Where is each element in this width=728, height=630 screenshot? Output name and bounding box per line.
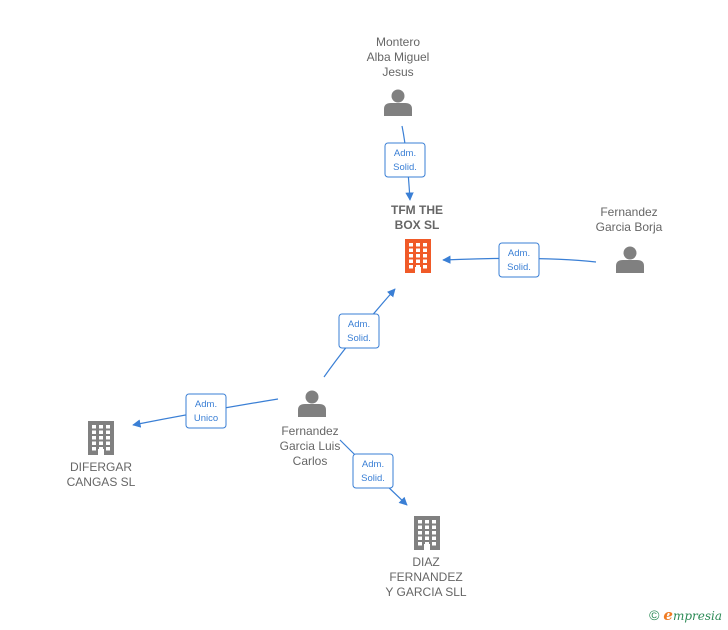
edge-fernandez-luis-to-diaz: Adm. Solid. <box>339 439 408 506</box>
role-badge-text: Solid. <box>347 333 371 344</box>
node-label-line: Alba Miguel <box>367 50 430 64</box>
role-badge[interactable]: Adm. Solid. <box>352 453 394 489</box>
role-badge[interactable]: Adm. Solid. <box>384 142 426 178</box>
person-icon <box>298 390 326 417</box>
role-badge-text: Adm. <box>195 399 217 410</box>
person-icon <box>616 246 644 273</box>
edge-fernandez-borja-to-tfm: Adm. Solid. <box>442 242 597 278</box>
role-badge[interactable]: Adm. Unico <box>185 393 227 429</box>
node-label-line: DIAZ <box>412 555 439 569</box>
node-label-line: DIFERGAR <box>70 460 132 474</box>
node-label-line: Carlos <box>293 454 328 468</box>
company-building-icon <box>414 516 440 550</box>
person-icon <box>384 89 412 116</box>
role-badge-text: Adm. <box>362 459 384 470</box>
role-badge-box <box>352 453 394 489</box>
role-badge-text: Solid. <box>361 473 385 484</box>
role-badge-box <box>185 393 227 429</box>
role-badge-box <box>498 242 540 278</box>
node-label-line: Jesus <box>382 65 413 79</box>
role-badge-text: Adm. <box>394 148 416 159</box>
copyright-symbol: © <box>649 607 660 623</box>
focus-company-building-icon <box>405 239 431 273</box>
role-badge-box <box>384 142 426 178</box>
node-label-line: BOX SL <box>395 218 440 232</box>
node-label-line: CANGAS SL <box>67 475 136 489</box>
node-label-line: Fernandez <box>281 424 338 438</box>
node-label-line: Fernandez <box>600 205 657 219</box>
brand-name: mpresia <box>672 609 722 623</box>
company-building-icon <box>88 421 114 455</box>
role-badge[interactable]: Adm. Solid. <box>498 242 540 278</box>
empresia-watermark[interactable]: ©empresia <box>649 606 722 624</box>
role-badge-text: Adm. <box>348 319 370 330</box>
edge-fernandez-luis-to-difergar: Adm. Unico <box>132 393 279 429</box>
brand-initial: e <box>663 606 673 624</box>
edges-layer: Adm.Solid.Adm.Solid.Adm.Solid.Adm.UnicoA… <box>132 125 597 506</box>
edge-montero-to-tfm: Adm. Solid. <box>384 125 426 201</box>
node-label-line: Y GARCIA SLL <box>385 585 466 599</box>
node-label-line: Montero <box>376 35 420 49</box>
node-label-line: Garcia Luis <box>280 439 341 453</box>
role-badge-text: Solid. <box>393 162 417 173</box>
node-label-line: TFM THE <box>391 203 443 217</box>
node-label-line: Garcia Borja <box>596 220 663 234</box>
edge-fernandez-luis-to-tfm: Adm. Solid. <box>323 288 396 378</box>
role-badge-text: Solid. <box>507 262 531 273</box>
role-badge[interactable]: Adm. Solid. <box>338 313 380 349</box>
role-badge-text: Adm. <box>508 248 530 259</box>
role-badge-text: Unico <box>194 413 218 424</box>
node-label-line: FERNANDEZ <box>389 570 462 584</box>
role-badge-box <box>338 313 380 349</box>
